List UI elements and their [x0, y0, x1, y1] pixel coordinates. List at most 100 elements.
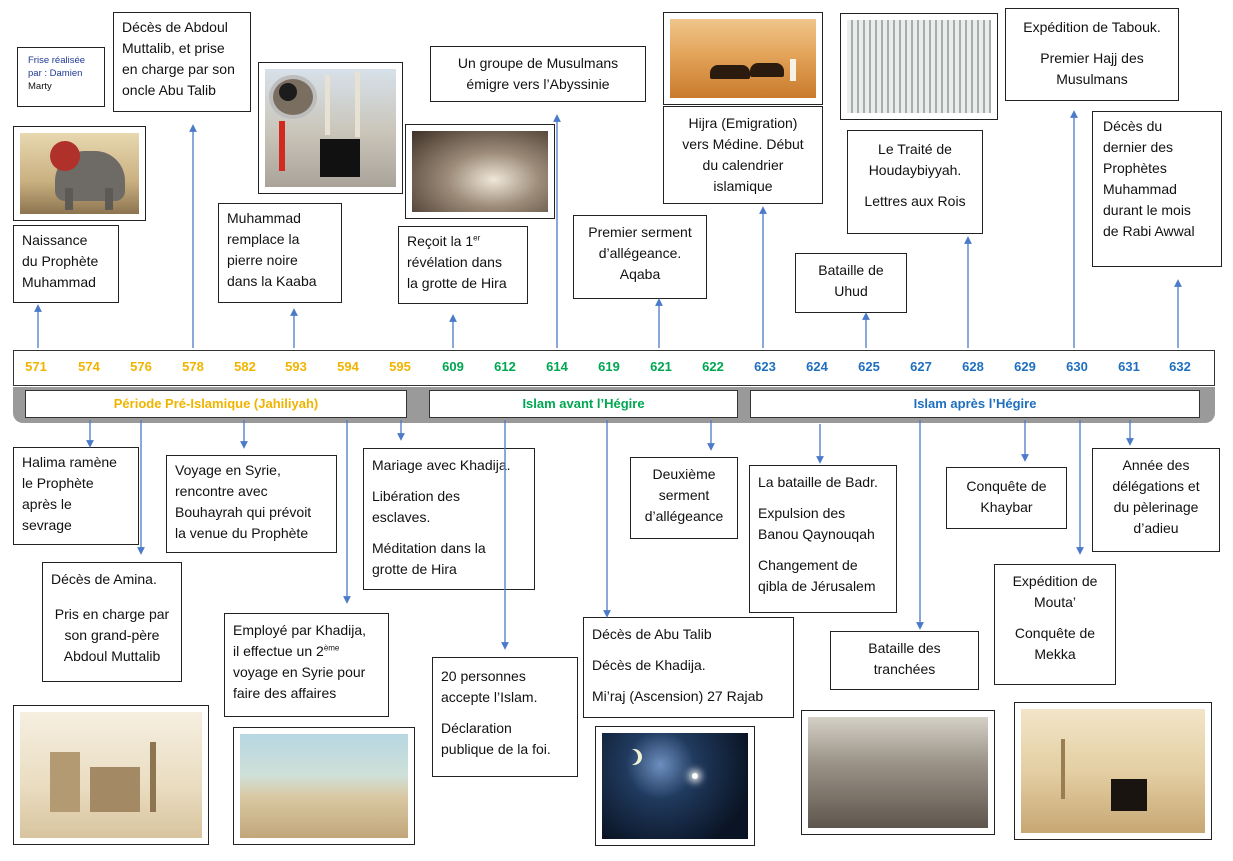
text-line: révélation dans — [407, 254, 502, 270]
text-line: le Prophète — [22, 475, 94, 491]
year-label-614: 614 — [546, 359, 568, 374]
text-line: Mouta’ — [1033, 594, 1077, 610]
event-deces-abu-talib: Décès de Abu Talib Décès de Khadija. Mi’… — [583, 617, 794, 718]
text-line: publique de la foi. — [441, 741, 551, 757]
text-line: Muhammad — [22, 274, 96, 290]
text-line: Halima ramène — [22, 454, 117, 470]
year-label-630: 630 — [1066, 359, 1088, 374]
text-line: accepte l’Islam. — [441, 689, 538, 705]
text-line: la grotte de Hira — [407, 275, 507, 291]
event-vingt-personnes: 20 personnes accepte l’Islam. Déclaration… — [432, 657, 578, 777]
event-naissance: Naissance du Prophète Muhammad — [13, 225, 119, 303]
text-line: esclaves. — [372, 509, 431, 525]
text-line: sevrage — [22, 517, 72, 533]
text-line: Naissance — [22, 232, 88, 248]
superscript: er — [473, 233, 481, 243]
year-label-576: 576 — [130, 359, 152, 374]
year-label-619: 619 — [598, 359, 620, 374]
text-line: Décès de Abdoul — [122, 19, 228, 35]
text-line: Prophètes — [1103, 160, 1167, 176]
event-delegations: Année des délégations et du pèlerinage d… — [1092, 448, 1220, 552]
text-line: qibla de Jérusalem — [758, 578, 876, 594]
text-line: la venue du Prophète — [175, 525, 309, 541]
period-islam-apres-hegire: Islam après l’Hégire — [750, 390, 1200, 418]
paragraph: 20 personnes accepte l’Islam. — [441, 666, 569, 708]
text-line: voyage en Syrie pour — [233, 664, 366, 680]
period-pre-islamique: Période Pré-Islamique (Jahiliyah) — [25, 390, 407, 418]
event-deces-abdoul-muttalib: Décès de Abdoul Muttalib, et prise en ch… — [113, 12, 251, 112]
text-line: du calendrier — [702, 157, 784, 173]
text-line: Premier serment — [588, 224, 692, 240]
event-deces-prophete: Décès du dernier des Prophètes Muhammad … — [1092, 111, 1222, 267]
year-label-621: 621 — [650, 359, 672, 374]
text-line: émigre vers l’Abyssinie — [466, 76, 610, 92]
text-line: Employé par Khadija, — [233, 622, 367, 638]
year-label-578: 578 — [182, 359, 204, 374]
text-line: Aqaba — [619, 266, 661, 282]
text-line: Le Traité de — [878, 141, 952, 157]
old-town-sketch-image — [13, 705, 209, 845]
text-part: il effectue un 2 — [233, 643, 324, 659]
credit-line: Frise réalisée — [28, 55, 86, 66]
year-label-632: 632 — [1169, 359, 1191, 374]
desert-caravan-image — [663, 12, 823, 105]
text-line: Bataille des — [868, 640, 941, 656]
text-line: 20 personnes — [441, 668, 526, 684]
text-line: d’allégeance — [644, 508, 724, 524]
text-line: Banou Qaynouqah — [758, 526, 875, 542]
year-label-582: 582 — [234, 359, 256, 374]
year-label-624: 624 — [806, 359, 828, 374]
cave-hira-image — [405, 124, 555, 219]
text-line: serment — [658, 487, 710, 503]
year-label-574: 574 — [78, 359, 100, 374]
text-line: Expulsion des — [758, 505, 846, 521]
year-label-612: 612 — [494, 359, 516, 374]
text-line: Khaybar — [980, 499, 1033, 515]
year-label-631: 631 — [1118, 359, 1140, 374]
year-label-628: 628 — [962, 359, 984, 374]
year-label-593: 593 — [285, 359, 307, 374]
year-label-595: 595 — [389, 359, 411, 374]
text-line: d’allégeance. — [598, 245, 682, 261]
text-line: son grand-père — [64, 627, 160, 643]
year-label-571: 571 — [25, 359, 47, 374]
text-line: pierre noire — [227, 252, 298, 268]
text-line: de Rabi Awwal — [1103, 223, 1195, 239]
text-line: en charge par son — [122, 61, 235, 77]
period-islam-avant-hegire: Islam avant l’Hégire — [429, 390, 738, 418]
text-line: Abdoul Muttalib — [63, 648, 161, 664]
text-line: rencontre avec — [175, 483, 268, 499]
superscript: ème — [323, 643, 340, 653]
text-line: Houdaybiyyah. — [868, 162, 962, 178]
text-line: durant le mois — [1103, 202, 1191, 218]
text-line: Bataille de — [818, 262, 884, 278]
text-line: dans la Kaaba — [227, 273, 317, 289]
text-line: Deuxième — [652, 466, 716, 482]
text-line: du pèlerinage — [1113, 499, 1199, 515]
text-line: Muhammad — [227, 210, 301, 226]
paragraph: Mi’raj (Ascension) 27 Rajab — [592, 688, 764, 704]
text-line: Premier Hajj des — [1040, 50, 1144, 66]
kaaba-stone-image — [258, 62, 403, 194]
text-line: Musulmans — [1056, 71, 1128, 87]
text-part: Reçoit la 1 — [407, 233, 474, 249]
paragraph: Mariage avec Khadija. — [372, 457, 511, 473]
paragraph: Décès de Khadija. — [592, 657, 706, 673]
text-line: Conquête de — [966, 478, 1047, 494]
text-line: Décès du — [1103, 118, 1163, 134]
event-bataille-tranchees: Bataille des tranchées — [830, 631, 979, 690]
text-line: grotte de Hira — [372, 561, 457, 577]
text-line: Méditation dans la — [372, 540, 486, 556]
